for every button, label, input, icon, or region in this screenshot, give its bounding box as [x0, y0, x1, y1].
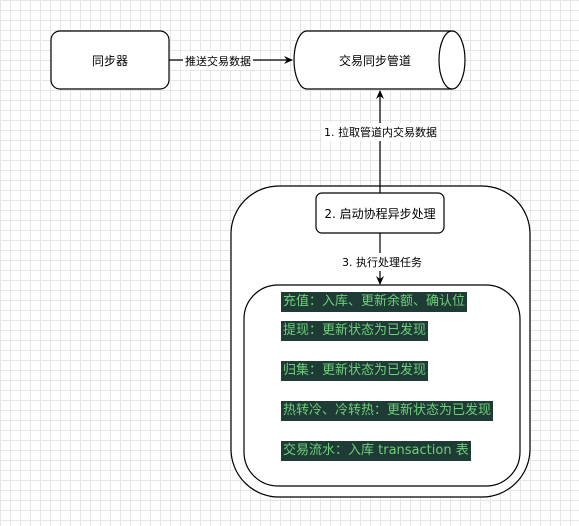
task-withdraw: 提现：更新状态为已发现: [281, 321, 429, 341]
syncer-label: 同步器: [91, 53, 128, 68]
task-ledger: 交易流水：入库 transaction 表: [281, 441, 471, 461]
edge-exec-label: 3. 执行处理任务: [340, 253, 424, 271]
coroutine-label: 2. 启动协程异步处理: [324, 206, 436, 221]
pipeline-label: 交易同步管道: [338, 53, 411, 68]
task-collect: 归集：更新状态为已发现: [281, 361, 429, 381]
edge-push-label: 推送交易数据: [183, 52, 253, 70]
pipeline-cylinder: [293, 30, 466, 90]
task-hot-cold-transfer: 热转冷、冷转热：更新状态为已发现: [281, 401, 494, 421]
edge-pull-label: 1. 拉取管道内交易数据: [322, 123, 439, 141]
task-deposit: 充值：入库、更新余额、确认位: [281, 292, 468, 312]
